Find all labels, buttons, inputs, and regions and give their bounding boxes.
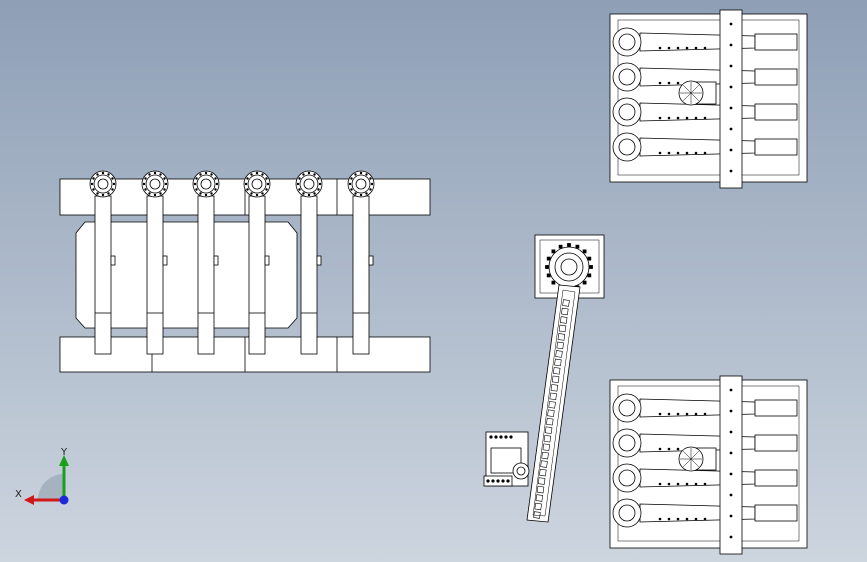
ratchet-wrench [347, 170, 375, 355]
axis-x-label: X [15, 489, 22, 500]
axis-triad: Y X [15, 447, 69, 505]
wrench-row [89, 170, 375, 355]
wrench-plan [612, 498, 798, 528]
axis-y-label: Y [60, 447, 68, 458]
rack-back-plate [75, 221, 298, 329]
ratchet-head-detail [678, 80, 704, 106]
tray-plan-view-top[interactable] [609, 9, 808, 189]
ratchet-wrench [243, 170, 271, 355]
ratchet-wrench [89, 170, 117, 355]
chain-links [533, 299, 570, 519]
wrench-rack-front-view[interactable] [59, 170, 431, 373]
tray-clamp-bar [719, 9, 743, 189]
tray-plan-view-bottom[interactable] [609, 375, 808, 555]
conveyor-beam [526, 284, 581, 523]
motor-gear [512, 462, 530, 480]
chain-conveyor-view[interactable] [483, 234, 605, 523]
tray-clamp-bar [719, 375, 743, 555]
ratchet-head-detail [678, 446, 704, 472]
ratchet-wrench [295, 170, 323, 355]
ratchet-wrench [141, 170, 169, 355]
ratchet-wrench [192, 170, 220, 355]
